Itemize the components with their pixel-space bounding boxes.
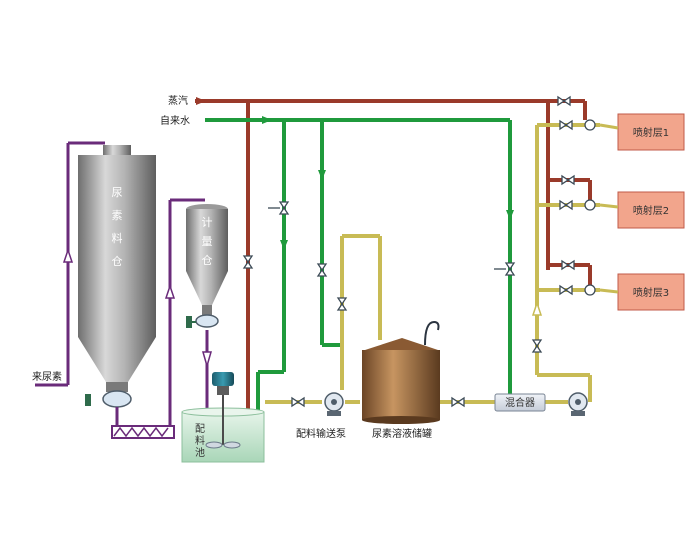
agitator-blade-left [205,441,223,449]
steam-arrow [196,97,206,105]
valve-solution-2[interactable] [559,199,573,211]
steam-label: 蒸汽 [168,94,188,107]
valve-pool-outlet[interactable] [291,396,305,408]
transfer-pump-label: 配料输送泵 [296,427,346,440]
mix-pool-label-1: 配 [195,423,205,435]
valve-steam-3[interactable] [561,259,575,271]
spray-layer-3-label: 喷射层3 [633,287,669,299]
water-arrow-3 [318,170,326,180]
valve-steam-2[interactable] [561,174,575,186]
valve-solution-main[interactable] [531,339,543,353]
agitator-motor [212,372,234,386]
spray-layer-2: 喷射层2 [617,191,685,229]
valve-water-3[interactable] [504,262,516,276]
valve-tank-outlet[interactable] [451,396,465,408]
mix-pool-label-3: 池 [195,446,205,459]
urea-arrow-down [202,351,212,369]
urea-arrow-up-1 [62,247,74,263]
water-arrow-2 [280,240,288,250]
mixing-pool: 配 料 池 [181,372,265,463]
silo-label-3: 料 [112,231,123,245]
urea-silo: 尿 素 料 仓 [78,145,156,408]
meter-bin-label-2: 量 [202,235,213,248]
valve-water-1[interactable] [278,201,290,215]
valve-solution-loop[interactable] [336,297,348,311]
tap-water-label: 自来水 [160,114,190,127]
valve-solution-1[interactable] [559,119,573,131]
water-arrow-4 [506,210,514,220]
spray-layer-1-label: 喷射层1 [633,127,669,139]
spray-layer-1: 喷射层1 [617,113,685,151]
mix-pool-label-2: 料 [195,434,205,447]
flow-meter-3 [584,284,596,296]
flow-meter-1 [584,119,596,131]
water-arrow-1 [262,116,272,124]
valve-water-2[interactable] [316,263,328,277]
silo-label-2: 素 [112,209,123,222]
valve-steam-vertical[interactable] [242,255,254,269]
metering-bin: 计 量 仓 [186,204,228,328]
storage-tank-label: 尿素溶液储罐 [372,427,432,440]
mixer-pump [568,392,588,416]
valve-steam-1[interactable] [557,95,571,107]
screw-conveyor [111,407,175,439]
storage-tank [362,320,440,424]
meter-bin-label-1: 计 [202,216,213,229]
mixer: 混合器 [494,393,546,412]
transfer-pump [324,392,344,416]
solution-arrow-up [531,300,543,316]
spray-layer-3: 喷射层3 [617,273,685,311]
rotary-valve [102,390,132,408]
silo-label-4: 仓 [112,254,123,268]
meter-bin-label-3: 仓 [202,253,213,267]
valves [242,95,596,408]
silo-label-1: 尿 [112,186,123,199]
water-line [205,118,512,412]
flow-meter-2 [584,199,596,211]
mixer-label: 混合器 [505,396,535,409]
urea-arrow-up-2 [164,283,176,299]
agitator-blade-right [223,441,241,449]
nozzle-connectors [599,123,619,294]
urea-feed-line [35,141,209,430]
vent-pipe [424,320,440,346]
incoming-urea-label: 来尿素 [32,370,62,383]
valve-solution-3[interactable] [559,284,573,296]
spray-layer-2-label: 喷射层2 [633,205,669,217]
